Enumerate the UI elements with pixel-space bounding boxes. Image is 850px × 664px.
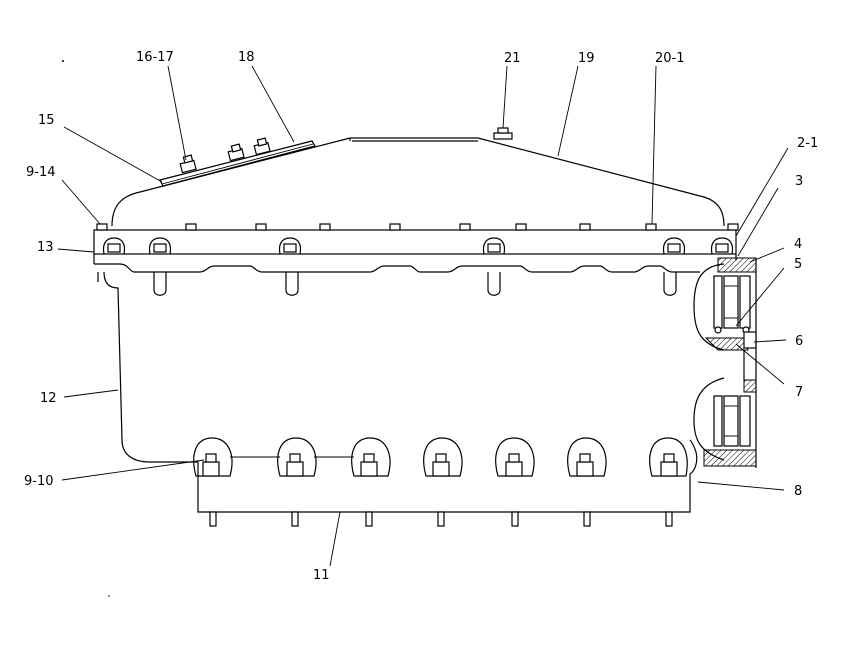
scan-dot (62, 60, 64, 62)
callout-20-1: 20-1 (655, 51, 685, 66)
callout-5: 5 (794, 257, 802, 272)
callout-3: 3 (795, 174, 803, 189)
inspection-plate (159, 137, 316, 187)
lower-bolt-pockets (193, 437, 688, 477)
oil-pan-body (97, 258, 757, 513)
callout-9-14: 9-14 (26, 165, 56, 180)
scan-dot (108, 595, 110, 597)
callout-8: 8 (794, 484, 802, 499)
callout-11: 11 (313, 568, 330, 583)
callout-6: 6 (795, 334, 803, 349)
seal-assembly-upper (704, 257, 757, 351)
callout-19: 19 (578, 51, 595, 66)
callout-2-1: 2-1 (797, 136, 818, 151)
callout-7: 7 (795, 385, 803, 400)
callout-16-17: 16-17 (136, 50, 174, 65)
top-cover (111, 137, 725, 227)
callout-15: 15 (38, 113, 55, 128)
upper-flange (93, 229, 737, 296)
callout-12: 12 (40, 391, 57, 406)
callout-18: 18 (238, 50, 255, 65)
callout-13: 13 (37, 240, 54, 255)
flange-bolt-pockets (102, 237, 734, 255)
flange-top-bolts (96, 223, 739, 231)
leader-lines (57, 65, 789, 567)
seal-assembly-lower (703, 379, 757, 467)
callout-4: 4 (794, 237, 802, 252)
callout-21: 21 (504, 51, 521, 66)
callout-9-10: 9-10 (24, 474, 54, 489)
breather-fitting (493, 127, 513, 140)
bottom-studs (209, 511, 673, 527)
